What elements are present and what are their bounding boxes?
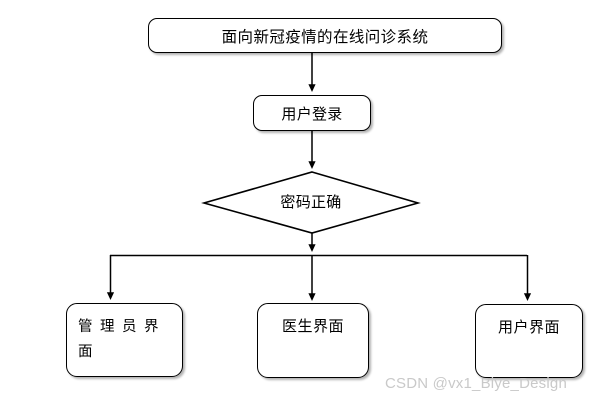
node-doctor-interface-label: 医生界面 bbox=[281, 317, 344, 335]
watermark-text: CSDN @vx1_Biye_Design bbox=[385, 375, 567, 392]
node-decision-label: 密码正确 bbox=[280, 193, 342, 211]
node-admin-interface: 管理员界面 bbox=[66, 303, 183, 377]
node-title: 面向新冠疫情的在线问诊系统 bbox=[148, 18, 502, 53]
node-doctor-interface: 医生界面 bbox=[257, 303, 369, 378]
node-login-label: 用户登录 bbox=[281, 105, 343, 123]
node-title-label: 面向新冠疫情的在线问诊系统 bbox=[221, 28, 429, 46]
node-admin-interface-label: 管理员界面 bbox=[78, 319, 166, 360]
node-user-interface-label: 用户界面 bbox=[497, 318, 560, 336]
node-user-interface: 用户界面 bbox=[475, 304, 583, 378]
node-login: 用户登录 bbox=[253, 95, 371, 131]
